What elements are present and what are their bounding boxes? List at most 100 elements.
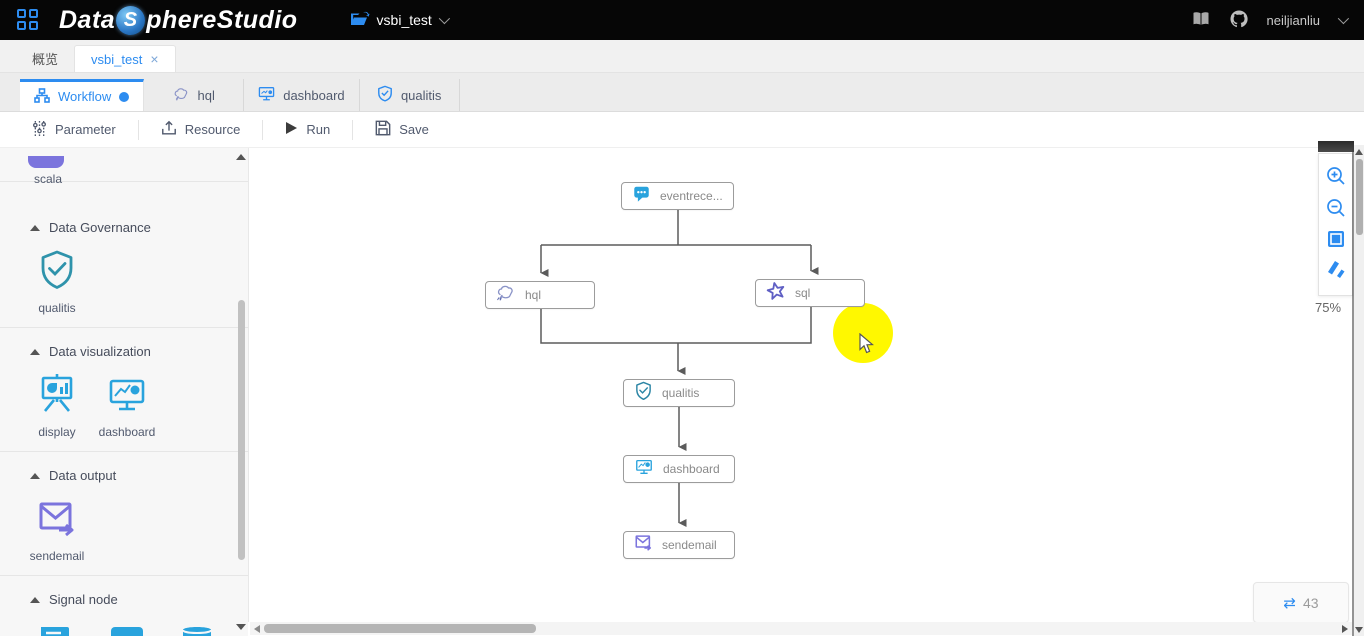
event-send-icon: [37, 621, 77, 636]
node-palette-sidebar: scala Data Governance qualitis Data vis: [0, 148, 248, 636]
palette-item-dashboard[interactable]: dashboard: [92, 373, 162, 439]
tab-workflow[interactable]: Workflow: [20, 79, 145, 111]
upload-icon: [161, 120, 177, 139]
mouse-cursor-icon: [859, 332, 875, 360]
execution-counter[interactable]: ⇄ 43: [1253, 582, 1349, 623]
palette-section-data-visualization: Data visualization display dashboard: [0, 328, 248, 452]
canvas-node-qualitis[interactable]: qualitis: [623, 379, 735, 407]
palette-section-signal-node: Signal node eventsen... eventrec...: [0, 576, 248, 636]
grid-apps-icon[interactable]: [17, 9, 39, 31]
spark-star-icon: [766, 281, 786, 306]
scroll-up-icon[interactable]: [236, 154, 246, 160]
sliders-icon: [32, 120, 47, 140]
parameter-button[interactable]: Parameter: [10, 119, 139, 140]
fit-view-icon[interactable]: [1326, 229, 1346, 254]
format-layout-icon[interactable]: [1326, 259, 1346, 284]
monitor-chart-icon: [107, 373, 147, 420]
monitor-chart-icon: [634, 457, 654, 481]
palette-item-display[interactable]: display: [22, 373, 92, 439]
palette-item-eventreceiver[interactable]: eventrec...: [92, 621, 162, 636]
book-icon[interactable]: [1191, 10, 1211, 30]
palette-item-qualitis[interactable]: qualitis: [22, 249, 92, 315]
section-header[interactable]: Data Governance: [0, 212, 248, 241]
username[interactable]: neiljianliu: [1266, 12, 1320, 28]
logo-text-1: Data: [59, 5, 116, 34]
run-button[interactable]: Run: [263, 119, 354, 140]
collapse-icon: [30, 472, 40, 479]
hive-icon: [496, 284, 516, 306]
collapse-icon: [30, 224, 40, 231]
tab-hql[interactable]: hql: [144, 79, 245, 111]
database-search-icon: [177, 621, 217, 636]
scrollbar-thumb[interactable]: [238, 300, 245, 560]
collapse-icon: [30, 596, 40, 603]
scrollbar-thumb[interactable]: [1355, 159, 1363, 235]
tab-vsbi-test[interactable]: vsbi_test ×: [74, 45, 176, 72]
page-vertical-scrollbar[interactable]: [1354, 145, 1364, 636]
workflow-canvas[interactable]: eventrece... hql sql qualitis dashboard: [248, 141, 1354, 623]
swap-arrows-icon: ⇄: [1283, 594, 1296, 612]
palette-item-eventsender[interactable]: eventsen...: [22, 621, 92, 636]
project-name: vsbi_test: [376, 12, 432, 28]
monitor-chart-icon: [258, 86, 275, 104]
resource-button[interactable]: Resource: [139, 119, 264, 140]
zoom-in-icon[interactable]: [1325, 165, 1347, 192]
scrollbar-thumb[interactable]: [264, 624, 536, 633]
canvas-node-sendemail[interactable]: sendemail: [623, 531, 735, 559]
palette-item-datachecker[interactable]: datachec...: [162, 621, 232, 636]
section-header[interactable]: Data visualization: [0, 336, 248, 365]
scroll-left-icon[interactable]: [254, 625, 260, 633]
save-icon: [375, 120, 391, 139]
scroll-down-icon[interactable]: [1354, 627, 1363, 633]
scroll-right-icon[interactable]: [1342, 625, 1348, 633]
shield-check-icon: [634, 381, 653, 406]
hive-icon: [173, 87, 190, 104]
project-selector[interactable]: vsbi_test: [350, 11, 450, 30]
zoom-level: 75%: [1315, 300, 1342, 315]
logo-sphere-icon: S: [116, 5, 146, 35]
section-header[interactable]: Data output: [0, 460, 248, 489]
mail-send-icon: [634, 533, 653, 557]
event-receive-icon: [632, 184, 651, 208]
palette-section-partial: scala: [0, 148, 248, 186]
dark-strip: [1318, 141, 1354, 152]
scala-icon[interactable]: [28, 156, 64, 168]
folder-open-icon: [350, 11, 370, 30]
logo-text-3: Studio: [216, 5, 298, 34]
canvas-node-eventreceiver[interactable]: eventrece...: [621, 182, 734, 210]
chevron-down-icon: [438, 12, 450, 25]
canvas-node-dashboard[interactable]: dashboard: [623, 455, 735, 483]
zoom-out-icon[interactable]: [1325, 197, 1347, 224]
palette-section-data-output: Data output sendemail: [0, 452, 248, 576]
logo-text-2: phere: [146, 5, 217, 34]
tab-overview[interactable]: 概览: [32, 52, 59, 67]
section-header[interactable]: Signal node: [0, 584, 248, 613]
canvas-right-edge: [1352, 145, 1354, 636]
tab-dashboard[interactable]: dashboard: [244, 79, 360, 111]
workflow-tree-icon: [34, 87, 50, 106]
unsaved-dot-icon: [119, 91, 130, 102]
click-highlight: [833, 303, 893, 363]
palette-item-scala[interactable]: scala: [33, 172, 62, 186]
presentation-board-icon: [37, 373, 77, 420]
palette-item-sendemail[interactable]: sendemail: [22, 497, 92, 563]
secondary-tabbar: Workflow hql dashboard qualitis: [0, 73, 1364, 112]
github-icon[interactable]: [1229, 9, 1249, 32]
save-button[interactable]: Save: [353, 120, 451, 140]
mail-send-icon: [37, 497, 77, 544]
primary-tabbar: 概览 vsbi_test ×: [0, 40, 1364, 73]
zoom-control-panel: [1318, 153, 1353, 296]
sidebar-scrollbar[interactable]: [236, 148, 246, 636]
close-icon[interactable]: ×: [150, 51, 159, 67]
canvas-node-hql[interactable]: hql: [485, 281, 595, 309]
tab-qualitis[interactable]: qualitis: [360, 79, 460, 111]
chevron-down-icon[interactable]: [1337, 12, 1350, 25]
scroll-up-icon[interactable]: [1354, 149, 1363, 155]
scroll-down-icon[interactable]: [236, 624, 246, 630]
collapse-icon: [30, 348, 40, 355]
canvas-node-sql[interactable]: sql: [755, 279, 865, 307]
canvas-horizontal-scrollbar[interactable]: [250, 622, 1352, 635]
